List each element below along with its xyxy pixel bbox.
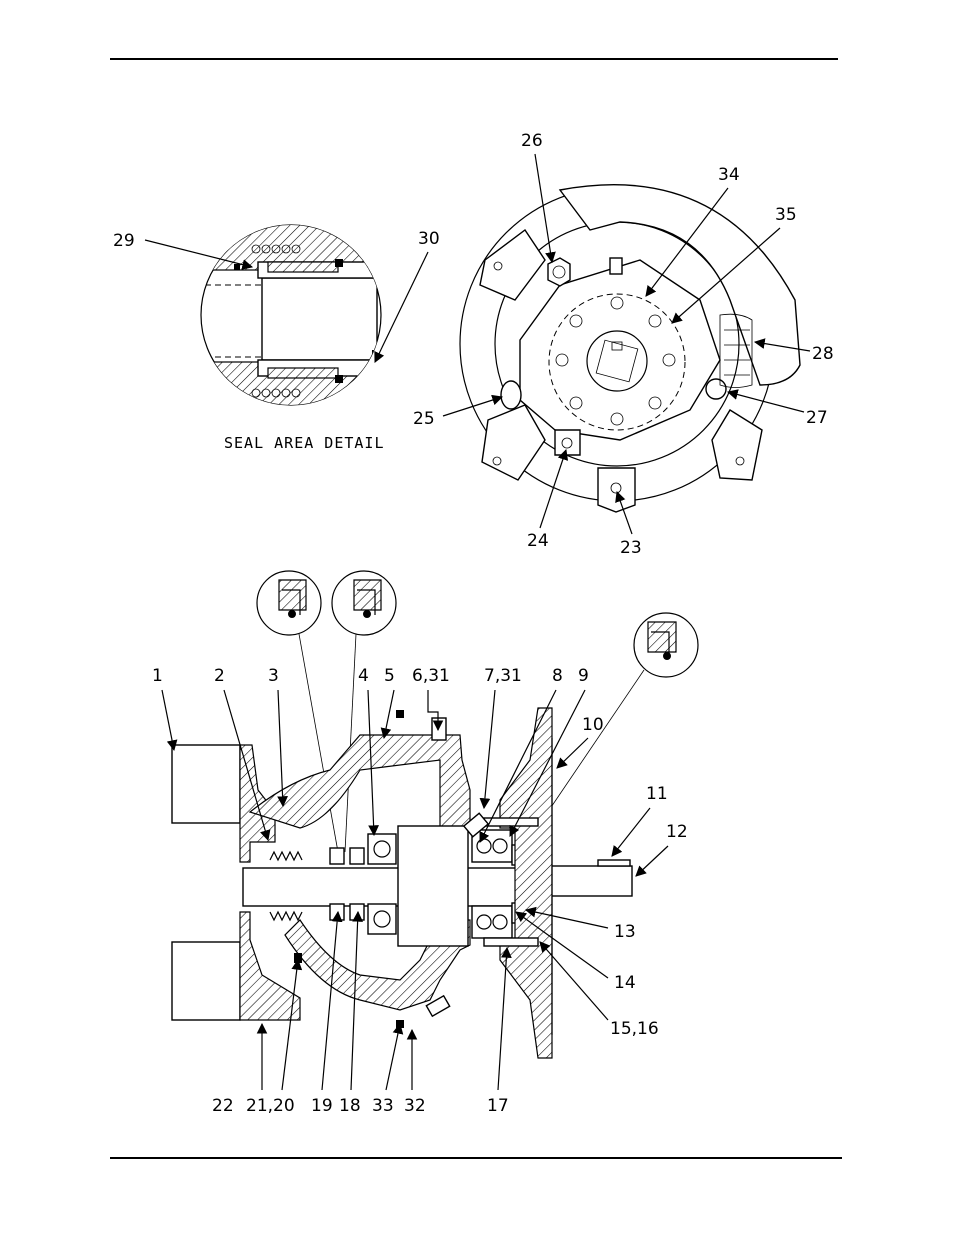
callout-30: 30 — [418, 229, 440, 249]
callout-19: 19 — [311, 1096, 333, 1116]
callout-12: 12 — [666, 822, 688, 842]
pump-shaft — [243, 868, 543, 906]
impeller-hub — [398, 826, 468, 946]
motor-1 — [172, 745, 240, 823]
grease-fitting-26 — [548, 258, 570, 286]
grease-fitting-6 — [432, 718, 446, 740]
bearing-frame-5 — [250, 735, 470, 830]
plug-27 — [706, 379, 726, 399]
end-view: 26 34 35 28 27 25 24 23 — [413, 131, 834, 558]
callout-24: 24 — [527, 531, 549, 551]
callout-10: 10 — [582, 715, 604, 735]
callout-26: 26 — [521, 131, 543, 151]
callout-33: 33 — [372, 1096, 394, 1116]
callout-13: 13 — [614, 922, 636, 942]
callout-18: 18 — [339, 1096, 361, 1116]
detail-caption: SEAL AREA DETAIL — [224, 434, 385, 452]
callout-28: 28 — [812, 344, 834, 364]
callout-23: 23 — [620, 538, 642, 558]
callout-8: 8 — [552, 666, 563, 686]
bolt-lower — [484, 938, 538, 946]
callout-4: 4 — [358, 666, 369, 686]
seal-bubble-1 — [257, 571, 321, 635]
section-view: 1 2 3 4 5 6,31 7,31 8 9 10 11 12 13 — [152, 571, 698, 1116]
callout-32: 32 — [404, 1096, 426, 1116]
callout-6-31: 6,31 — [412, 666, 450, 686]
callout-7-31: 7,31 — [484, 666, 522, 686]
callout-21-20: 21,20 — [246, 1096, 295, 1116]
seal-bubble-3 — [634, 613, 698, 677]
callout-17: 17 — [487, 1096, 509, 1116]
callout-14: 14 — [614, 973, 636, 993]
callout-2: 2 — [214, 666, 225, 686]
callout-11: 11 — [646, 784, 668, 804]
callout-27: 27 — [806, 408, 828, 428]
callout-3: 3 — [268, 666, 279, 686]
callout-1: 1 — [152, 666, 163, 686]
seal-area-detail: 29 30 SEAL AREA DETAIL — [113, 222, 440, 452]
callout-29: 29 — [113, 231, 135, 251]
callout-9: 9 — [578, 666, 589, 686]
plug-25 — [501, 381, 521, 409]
callout-22: 22 — [212, 1096, 234, 1116]
callout-15-16: 15,16 — [610, 1019, 659, 1039]
callout-35: 35 — [775, 205, 797, 225]
callout-25: 25 — [413, 409, 435, 429]
bolt-upper — [484, 818, 538, 826]
shaft-key-11 — [598, 860, 630, 866]
seal-bubble-2 — [332, 571, 396, 635]
callout-34: 34 — [718, 165, 740, 185]
callout-5: 5 — [384, 666, 395, 686]
